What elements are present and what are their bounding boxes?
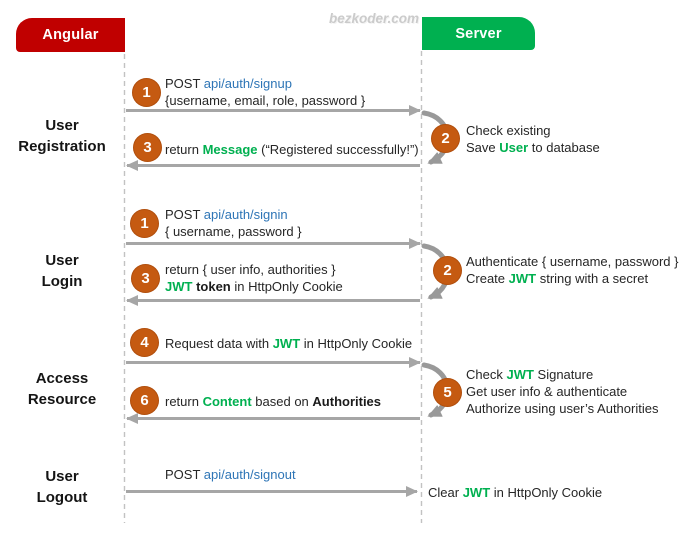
msg-signin-payload: { username, password }	[165, 224, 302, 239]
section-label-line: User	[45, 117, 79, 134]
section-user-logout: User Logout	[0, 466, 124, 508]
msg-server-authorize: Authorize using user’s Authorities	[466, 401, 659, 416]
msg-signin-endpoint: POST api/auth/signin	[165, 207, 288, 222]
section-label-line: Login	[41, 273, 83, 290]
msg-server-check-existing: Check existing	[466, 123, 551, 138]
section-user-registration: User Registration	[0, 115, 124, 157]
step-badge-6: 6	[130, 386, 159, 415]
section-label-line: Resource	[27, 391, 97, 408]
msg-request-data: Request data with JWT in HttpOnly Cookie	[165, 336, 413, 351]
msg-signin-return-token: JWT token in HttpOnly Cookie	[165, 279, 343, 294]
step-badge-3b: 3	[131, 264, 160, 293]
section-label-line: User	[45, 468, 79, 485]
step-badge-2b: 2	[433, 256, 462, 285]
msg-signup-payload: {username, email, role, password }	[165, 93, 366, 108]
msg-signup-endpoint: POST api/auth/signup	[165, 76, 292, 91]
section-label-line: Registration	[18, 138, 106, 155]
msg-signup-return: return Message (“Registered successfully…	[165, 142, 419, 157]
section-label-line: User	[45, 252, 79, 269]
msg-server-check-signature: Check JWT Signature	[466, 367, 594, 382]
msg-signout-endpoint: POST api/auth/signout	[165, 467, 296, 482]
msg-server-clear-jwt: Clear JWT in HttpOnly Cookie	[428, 485, 603, 500]
actor-angular: Angular	[16, 18, 125, 52]
section-access-resource: Access Resource	[0, 368, 124, 410]
watermark: bezkoder.com	[329, 11, 420, 26]
msg-server-get-user-info: Get user info & authenticate	[466, 384, 628, 399]
msg-return-content: return Content based on Authorities	[165, 394, 382, 409]
section-label-line: Access	[35, 370, 89, 387]
step-badge-2: 2	[431, 124, 460, 153]
step-badge-1b: 1	[130, 209, 159, 238]
step-badge-1: 1	[132, 78, 161, 107]
step-badge-3: 3	[133, 133, 162, 162]
step-badge-4: 4	[130, 328, 159, 357]
msg-signin-return-info: return { user info, authorities }	[165, 262, 336, 277]
actor-server: Server	[422, 17, 535, 50]
msg-server-save-user: Save User to database	[466, 140, 600, 155]
msg-server-authenticate: Authenticate { username, password }	[466, 254, 679, 269]
section-user-login: User Login	[0, 250, 124, 292]
step-badge-5: 5	[433, 378, 462, 407]
section-label-line: Logout	[36, 489, 88, 506]
msg-server-create-jwt: Create JWT string with a secret	[466, 271, 649, 286]
